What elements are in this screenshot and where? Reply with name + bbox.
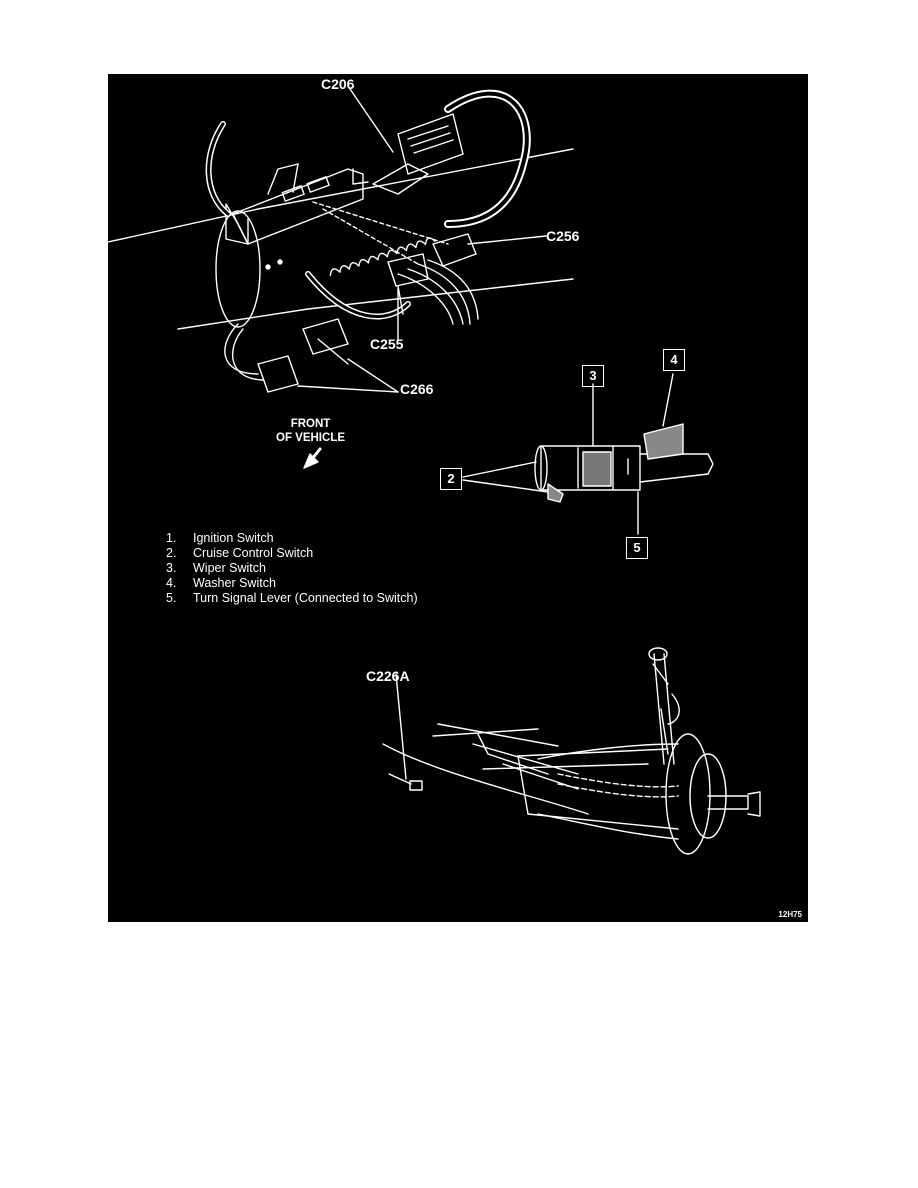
- connector-label-c266: C266: [400, 381, 434, 397]
- legend-text: Wiper Switch: [193, 561, 266, 575]
- diagram-panel: C206 C256 C255 C266 C226A FRONT OF VEHIC…: [108, 74, 808, 922]
- legend-text: Ignition Switch: [193, 531, 274, 545]
- legend-item: 5. Turn Signal Lever (Connected to Switch…: [166, 591, 418, 606]
- legend-num: 4.: [166, 576, 177, 590]
- legend-item: 2. Cruise Control Switch: [166, 546, 418, 561]
- lower-column-drawing: [382, 647, 761, 855]
- callout-3: 3: [582, 365, 604, 387]
- legend-item: 3. Wiper Switch: [166, 561, 418, 576]
- figure-code: 12H75: [778, 910, 802, 919]
- connector-label-c206: C206: [321, 76, 355, 92]
- callout-5: 5: [626, 537, 648, 559]
- legend-item: 4. Washer Switch: [166, 576, 418, 591]
- callout-2: 2: [440, 468, 462, 490]
- upper-column-drawing: [108, 85, 574, 393]
- front-of-vehicle-label: FRONT OF VEHICLE: [276, 417, 345, 445]
- connector-label-c226a: C226A: [366, 668, 410, 684]
- front-label-line2: OF VEHICLE: [276, 432, 346, 444]
- callout-4: 4: [663, 349, 685, 371]
- legend-text: Cruise Control Switch: [193, 546, 314, 560]
- legend-num: 2.: [166, 546, 177, 560]
- turn-signal-lever-drawing: [462, 373, 714, 535]
- legend-num: 1.: [166, 531, 177, 545]
- legend-num: 3.: [166, 561, 177, 575]
- component-legend: 1. Ignition Switch 2. Cruise Control Switc…: [166, 531, 418, 606]
- connector-label-c256: C256: [546, 228, 580, 244]
- legend-text: Washer Switch: [193, 576, 276, 590]
- legend-text: Turn Signal Lever (Connected to Switch): [193, 591, 418, 605]
- steering-column-illustration: [108, 85, 761, 855]
- legend-item: 1. Ignition Switch: [166, 531, 418, 546]
- connector-label-c255: C255: [370, 336, 404, 352]
- front-label-line1: FRONT: [290, 418, 331, 430]
- legend-num: 5.: [166, 591, 177, 605]
